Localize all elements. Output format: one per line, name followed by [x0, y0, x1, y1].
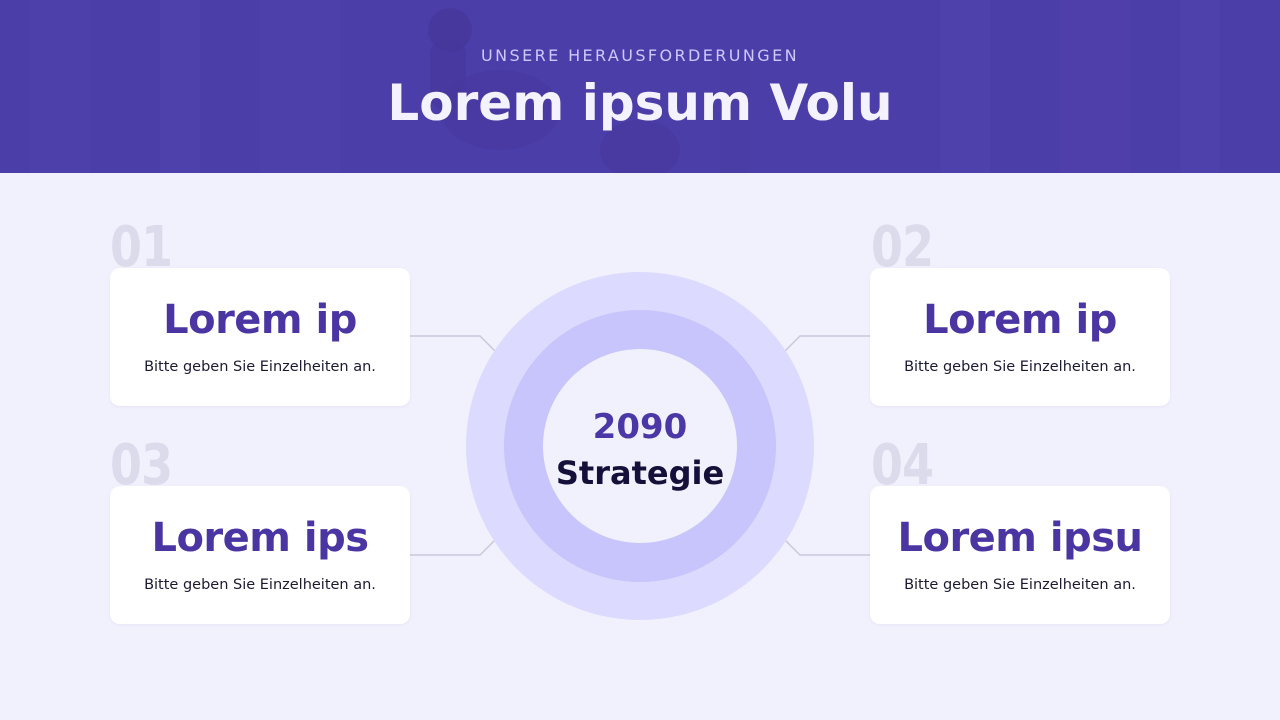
- connector-02: [783, 335, 870, 353]
- center-year: 2090: [592, 407, 688, 447]
- connector-01: [410, 335, 497, 353]
- header-overlay: [0, 0, 1280, 173]
- connector-04: [783, 538, 870, 556]
- item-card-03: Lorem ips Bitte geben Sie Einzelheiten a…: [110, 486, 410, 624]
- item-title: Lorem ip: [163, 297, 357, 343]
- item-description: Bitte geben Sie Einzelheiten an.: [144, 359, 376, 375]
- item-description: Bitte geben Sie Einzelheiten an.: [904, 577, 1136, 593]
- item-title: Lorem ip: [923, 297, 1117, 343]
- connector-03: [410, 538, 497, 556]
- item-number-03: 03: [110, 433, 173, 498]
- page-title: Lorem ipsum Volu: [387, 74, 893, 132]
- item-card-01: Lorem ip Bitte geben Sie Einzelheiten an…: [110, 268, 410, 406]
- header-banner: UNSERE HERAUSFORDERUNGEN Lorem ipsum Vol…: [0, 0, 1280, 173]
- item-card-02: Lorem ip Bitte geben Sie Einzelheiten an…: [870, 268, 1170, 406]
- item-number-01: 01: [110, 215, 173, 280]
- item-title: Lorem ips: [151, 515, 369, 561]
- item-number-02: 02: [871, 215, 934, 280]
- center-label: Strategie: [555, 454, 725, 492]
- item-title: Lorem ipsu: [897, 515, 1143, 561]
- item-description: Bitte geben Sie Einzelheiten an.: [144, 577, 376, 593]
- center-circle: [543, 349, 737, 543]
- item-description: Bitte geben Sie Einzelheiten an.: [904, 359, 1136, 375]
- section-eyebrow: UNSERE HERAUSFORDERUNGEN: [481, 46, 799, 65]
- item-number-04: 04: [871, 433, 934, 498]
- item-card-04: Lorem ipsu Bitte geben Sie Einzelheiten …: [870, 486, 1170, 624]
